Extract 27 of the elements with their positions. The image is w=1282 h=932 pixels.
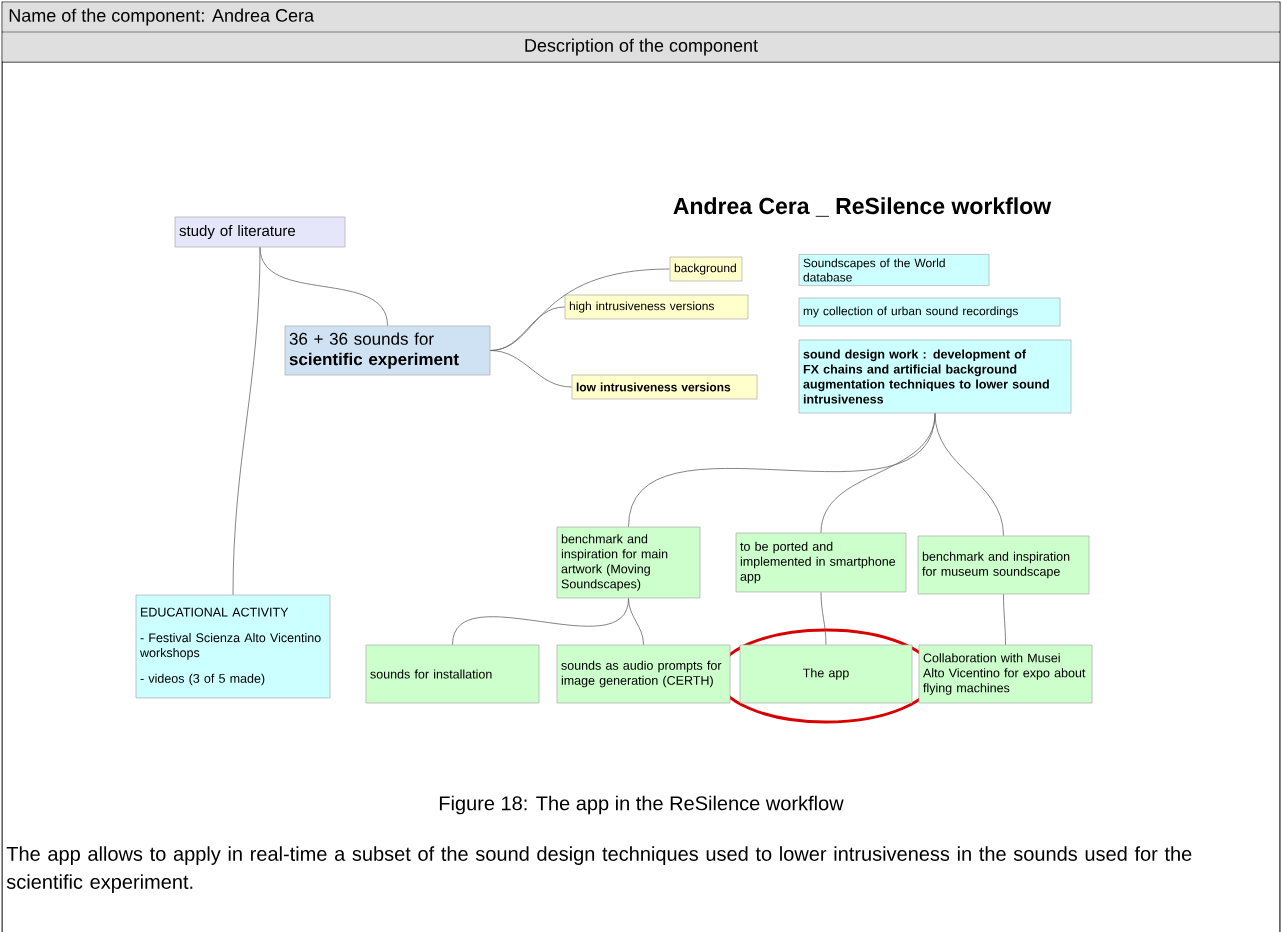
connector-line bbox=[628, 597, 644, 646]
text-box: Soundscapes of the World database bbox=[798, 254, 990, 286]
diagram-title: Andrea Cera _ ReSilence workflow bbox=[673, 197, 1052, 217]
connector-line bbox=[934, 412, 1004, 537]
text-box: sound design work : development of FX chains and artificial background augmentation techniques to lower sound intrusiveness bbox=[798, 339, 1072, 414]
text-box: sounds for installation bbox=[365, 644, 540, 704]
text-box: sounds as audio prompts for image generation (CERTH) bbox=[556, 644, 731, 704]
text-box: study of literature bbox=[174, 216, 346, 248]
text-box: benchmark and inspiration for main artwork (Moving Soundscapes) bbox=[556, 526, 701, 599]
text-box: benchmark and inspiration for museum soundscape bbox=[917, 535, 1090, 595]
text-box: to be ported and implemented in smartphone app bbox=[735, 532, 907, 593]
header-cell: Name of the component: Andrea Cera bbox=[2, 2, 1280, 32]
text-box: my collection of urban sound recordings bbox=[798, 297, 1061, 327]
connector-line bbox=[490, 350, 573, 388]
text-box: low intrusiveness versions bbox=[571, 374, 758, 400]
text-box: EDUCATIONAL ACTIVITY - Festival Scienza Alto Vicentino workshops - videos (3 of 5 made) bbox=[135, 594, 331, 699]
connector-line bbox=[232, 246, 261, 596]
connector-line bbox=[1003, 593, 1006, 646]
text-box: The app bbox=[739, 644, 913, 704]
text-box: Collaboration with Musei Alto Vicentino for expo about flying machines bbox=[918, 644, 1093, 704]
text-box: high intrusiveness versions bbox=[564, 294, 749, 320]
figure-caption: Figure 18: The app in the ReSilence workflow bbox=[439, 795, 844, 815]
connector-line bbox=[820, 591, 827, 646]
description-paragraph: The app allows to apply in real-time a subset of the sound design techniques used to lower intrusiveness in the sounds used for the scientific experiment. bbox=[6, 846, 1192, 893]
text-box: 36 + 36 sounds for scientific experiment bbox=[284, 325, 491, 376]
header-cell: Description of the component bbox=[2, 32, 1280, 62]
text-box: background bbox=[669, 256, 743, 282]
